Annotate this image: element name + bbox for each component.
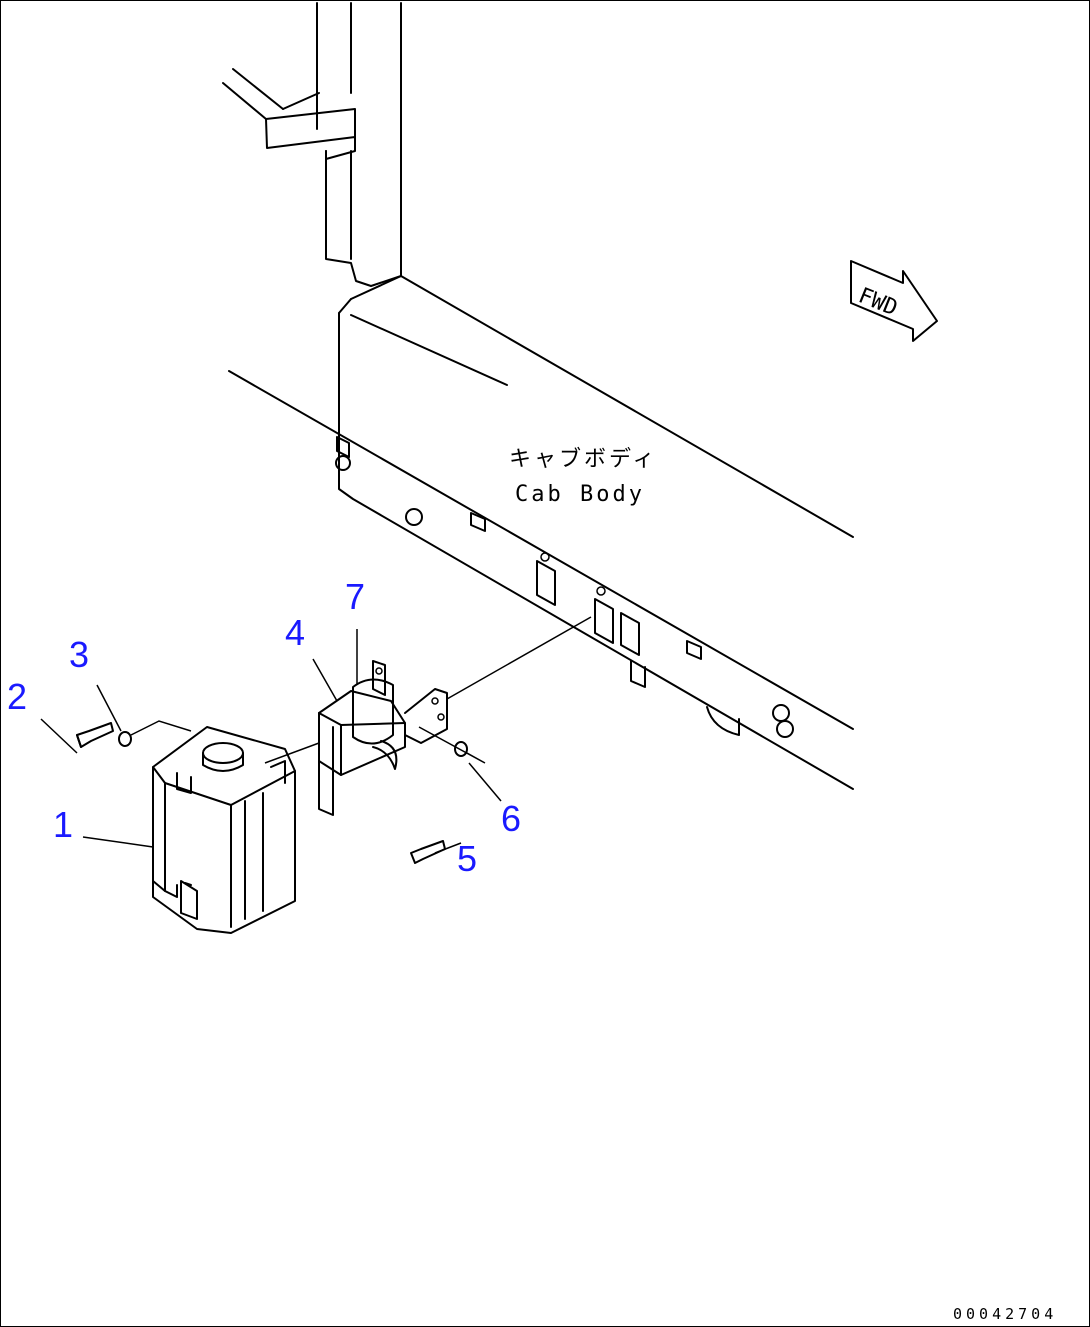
cab-label-english: Cab Body [515, 482, 645, 507]
bolt-part-2 [76, 722, 114, 748]
fwd-arrow: FWD [850, 260, 938, 342]
cab-label-japanese: キャブボディ [509, 447, 657, 472]
callout-1: 1 [53, 804, 73, 845]
callout-2: 2 [7, 676, 27, 717]
washer-part-6 [454, 741, 468, 757]
callout-3: 3 [69, 634, 89, 675]
callout-6: 6 [501, 798, 521, 839]
leader-lines [40, 616, 592, 854]
drawing-number: 00042704 [953, 1305, 1057, 1323]
bolt-part-5 [410, 840, 446, 864]
fwd-label: FWD [855, 283, 901, 321]
mounting-bracket [318, 660, 448, 816]
callout-4: 4 [285, 612, 305, 653]
cab-body [222, 2, 854, 790]
washer-part-3 [118, 731, 132, 747]
callout-5: 5 [457, 838, 477, 879]
washer-tank [152, 726, 296, 934]
callout-7: 7 [345, 576, 365, 617]
